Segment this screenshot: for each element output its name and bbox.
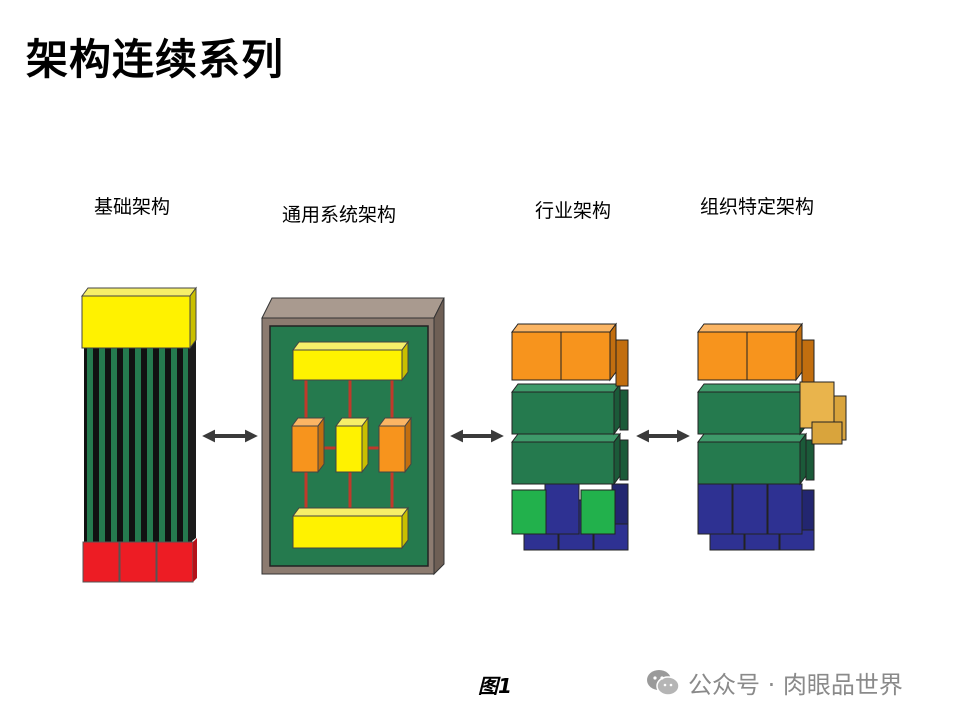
- label-common-systems-architecture: 通用系统架构: [282, 204, 397, 226]
- watermark: 公众号 · 肉眼品世界: [646, 665, 903, 700]
- industry-green-layer-upper: [511, 382, 629, 436]
- industry-green-layer-lower: [511, 432, 629, 486]
- org-green-layer-upper: [697, 382, 807, 436]
- foundation-stripes: [87, 340, 189, 542]
- orange-component-left: [291, 416, 325, 474]
- foundation-bottom-blocks: [82, 538, 197, 583]
- org-blue-layer: [697, 483, 815, 551]
- label-industry-architecture: 行业架构: [535, 200, 612, 222]
- watermark-text: 公众号 · 肉眼品世界: [688, 671, 903, 699]
- top-yellow-component: [292, 340, 409, 382]
- common-systems-architecture-figure: [261, 297, 445, 576]
- orange-component-right: [378, 416, 412, 474]
- foundation-architecture-figure: [81, 286, 197, 583]
- label-foundation-architecture: 基础架构: [94, 196, 171, 218]
- org-green-layer-lower: [697, 432, 815, 486]
- industry-orange-layer: [511, 322, 629, 387]
- foundation-top-block: [81, 286, 197, 350]
- industry-blue-layer: [511, 483, 629, 551]
- org-orange-layer: [697, 322, 815, 387]
- yellow-component-center: [335, 416, 369, 474]
- industry-architecture-figure: [511, 322, 629, 551]
- wechat-icon: [647, 669, 680, 696]
- label-organization-architecture: 组织特定架构: [700, 196, 815, 218]
- figure-caption: 图1: [478, 674, 512, 698]
- org-tan-extension-blocks: [799, 381, 847, 445]
- organization-architecture-figure: [697, 322, 847, 551]
- bottom-yellow-component: [292, 506, 409, 550]
- page-title: 架构连续系列: [26, 35, 285, 84]
